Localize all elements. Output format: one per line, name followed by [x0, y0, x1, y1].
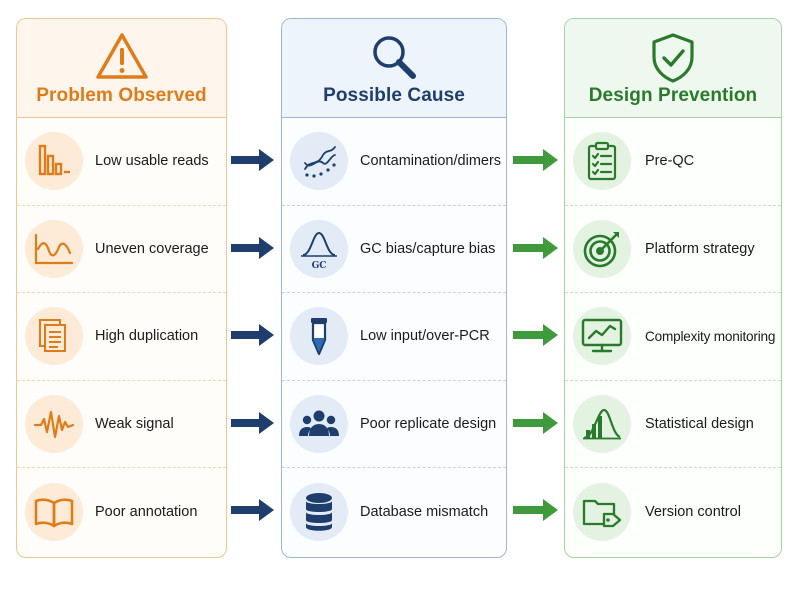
arrow-right-icon — [231, 148, 275, 172]
problem-label: Poor annotation — [95, 503, 198, 520]
cause-label: Low input/over-PCR — [360, 328, 490, 345]
arrow-right-icon — [513, 148, 559, 172]
cause-label: Poor replicate design — [360, 415, 497, 432]
database-icon — [290, 482, 348, 541]
problem-label: Weak signal — [95, 415, 174, 432]
signal-wave-icon — [25, 394, 83, 453]
prevention-column: Design Prevention Pre-QC — [564, 18, 782, 558]
target-icon — [573, 219, 631, 278]
arrow-right-icon — [231, 498, 275, 522]
prevention-label: Version control — [645, 503, 741, 520]
wave-line-icon — [25, 219, 83, 278]
duplicate-pages-icon — [25, 307, 83, 366]
monitor-chart-icon — [573, 307, 631, 366]
prevention-item: Pre-QC — [565, 118, 781, 206]
cause-title: Possible Cause — [323, 85, 465, 106]
dna-fragments-icon — [290, 132, 348, 191]
cause-label: Database mismatch — [360, 503, 489, 520]
cause-column: Possible Cause Contamination/dimers — [281, 18, 507, 558]
cause-item: GC GC bias/capture bias — [282, 206, 506, 293]
prevention-label: Pre-QC — [645, 153, 695, 170]
problem-label: Low usable reads — [95, 153, 209, 170]
arrow-right-icon — [231, 236, 275, 260]
distribution-bars-icon — [573, 394, 631, 453]
cause-item: Database mismatch — [282, 468, 506, 556]
warning-icon — [95, 31, 149, 81]
prevention-title: Design Prevention — [588, 85, 758, 106]
prevention-item: Version control — [565, 468, 781, 556]
problem-title: Problem Observed — [36, 85, 207, 106]
prevention-item: Platform strategy — [565, 206, 781, 293]
prevention-item: Statistical design — [565, 381, 781, 468]
problem-item: Poor annotation — [17, 468, 226, 556]
arrow-right-icon — [231, 411, 275, 435]
bar-chart-declining-icon — [25, 132, 83, 191]
problem-column: Problem Observed Low usable reads — [16, 18, 227, 558]
prevention-label: Statistical design — [645, 415, 754, 432]
arrow-right-icon — [513, 411, 559, 435]
problem-label: High duplication — [95, 328, 199, 345]
arrow-right-icon — [513, 498, 559, 522]
shield-check-icon — [648, 31, 698, 85]
problem-item: Uneven coverage — [17, 206, 226, 293]
arrow-right-icon — [513, 323, 559, 347]
problem-item: Weak signal — [17, 381, 226, 468]
clipboard-checklist-icon — [573, 132, 631, 191]
prevention-label: Platform strategy — [645, 240, 755, 257]
cause-item: Poor replicate design — [282, 381, 506, 468]
problem-item: Low usable reads — [17, 118, 226, 206]
open-book-icon — [25, 482, 83, 541]
problem-item: High duplication — [17, 293, 226, 381]
arrow-right-icon — [513, 236, 559, 260]
cause-item: Contamination/dimers — [282, 118, 506, 206]
bell-curve-gc-icon: GC — [290, 219, 348, 278]
prevention-item: Complexity monitoring — [565, 293, 781, 381]
people-group-icon — [290, 394, 348, 453]
magnifier-icon — [367, 31, 421, 83]
cause-item: Low input/over-PCR — [282, 293, 506, 381]
arrow-right-icon — [231, 323, 275, 347]
cause-header: Possible Cause — [282, 19, 506, 118]
problem-label: Uneven coverage — [95, 240, 209, 257]
problem-header: Problem Observed — [17, 19, 226, 118]
prevention-label: Complexity monitoring — [645, 328, 776, 344]
cause-label: Contamination/dimers — [360, 153, 502, 170]
gc-text: GC — [312, 261, 327, 271]
cause-label: GC bias/capture bias — [360, 240, 496, 257]
prevention-header: Design Prevention — [565, 19, 781, 118]
folder-tag-icon — [573, 482, 631, 541]
pcr-tube-icon — [290, 307, 348, 366]
